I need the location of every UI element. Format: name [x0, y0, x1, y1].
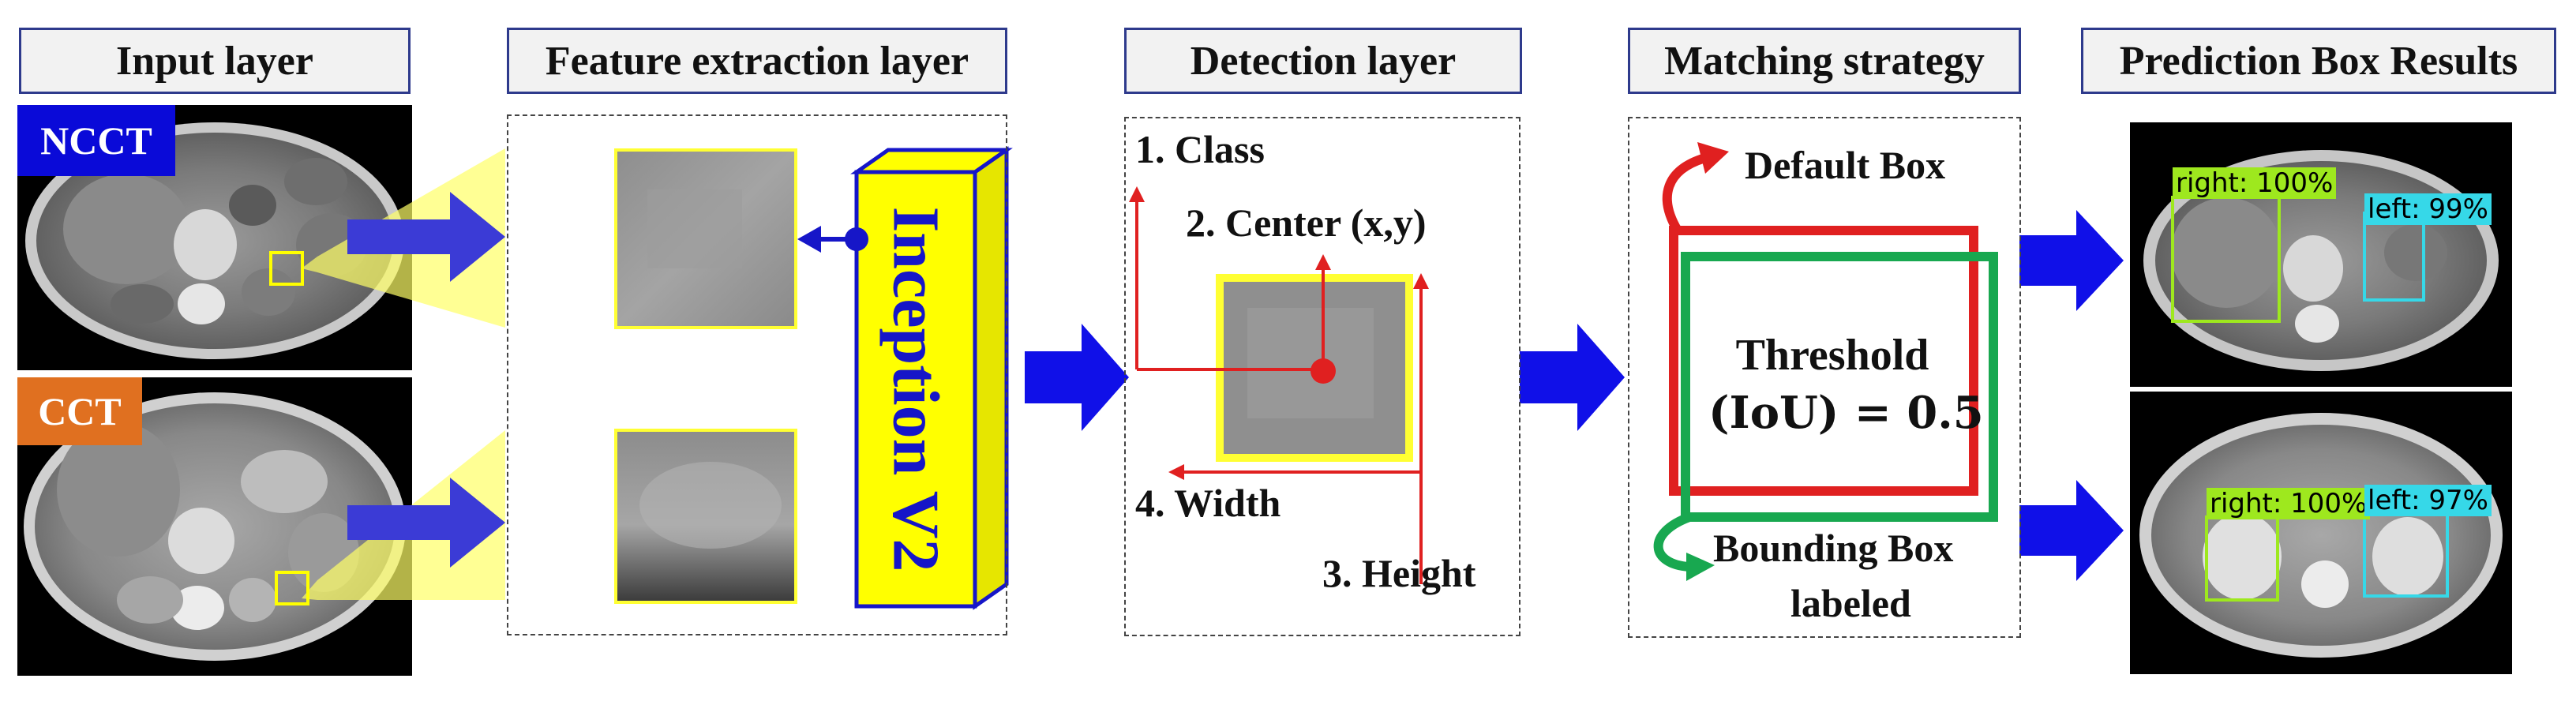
- header-input-layer: Input layer: [19, 28, 411, 94]
- pred-label-ncct-left: left: 99%: [2364, 193, 2492, 225]
- header-detection-layer: Detection layer: [1124, 28, 1522, 94]
- ncct-input-image: [17, 105, 412, 370]
- detection-panel: [1124, 117, 1520, 636]
- header-matching-strategy: Matching strategy: [1628, 28, 2021, 94]
- arrow-matching-cct: [2019, 480, 2124, 581]
- feature-panel: [507, 114, 1007, 635]
- arrow-feature-detection: [1025, 324, 1129, 431]
- label-center: 2. Center (x,y): [1186, 201, 1427, 245]
- default-box-label: Default Box: [1745, 143, 1946, 187]
- feature-patch-cct: [614, 429, 797, 604]
- inception-dot: [845, 227, 868, 251]
- prediction-image-ncct: [2130, 122, 2512, 387]
- detection-arrowheads: [1129, 186, 1429, 480]
- bounding-box-curve-head: [1686, 553, 1715, 581]
- threshold-line1: Threshold: [1735, 331, 1929, 380]
- threshold-line2: (IoU) = 0.5: [1708, 387, 1984, 439]
- prediction-image-cct: [2130, 392, 2512, 674]
- label-class: 1. Class: [1135, 127, 1265, 171]
- arrow-matching-ncct: [2019, 210, 2124, 311]
- ncct-tag: NCCT: [17, 105, 175, 176]
- inception-label: Inception V2: [879, 206, 953, 572]
- bounding-box-label-line2: labeled: [1790, 581, 1911, 625]
- inception-arrowhead: [797, 226, 821, 253]
- matching-panel: [1628, 117, 2021, 638]
- cct-tag: CCT: [17, 377, 142, 445]
- bounding-box-rect: [1681, 252, 1998, 522]
- default-box-curve-head: [1697, 142, 1729, 174]
- center-dot: [1310, 358, 1336, 384]
- roi-box-cct: [275, 571, 309, 605]
- header-feature-extraction: Feature extraction layer: [507, 28, 1007, 94]
- bounding-box-label-line1: Bounding Box: [1713, 526, 1954, 570]
- detection-arrows: [1135, 197, 1423, 584]
- label-height: 3. Height: [1322, 551, 1476, 595]
- arrow-input-cct: [347, 478, 505, 568]
- pred-label-cct-left: left: 97%: [2364, 485, 2492, 516]
- header-prediction-results: Prediction Box Results: [2081, 28, 2556, 94]
- pred-label-cct-right: right: 100%: [2207, 488, 2371, 519]
- default-box-rect: [1669, 226, 1978, 496]
- roi-box-ncct: [269, 251, 304, 286]
- pred-label-ncct-right: right: 100%: [2173, 167, 2337, 199]
- arrow-input-ncct: [347, 192, 505, 282]
- bounding-box-curve: [1653, 512, 1692, 572]
- arrow-detection-matching: [1520, 324, 1625, 431]
- default-box-curve: [1662, 153, 1707, 234]
- label-width: 4. Width: [1135, 481, 1281, 525]
- feature-patch-ncct: [614, 148, 797, 329]
